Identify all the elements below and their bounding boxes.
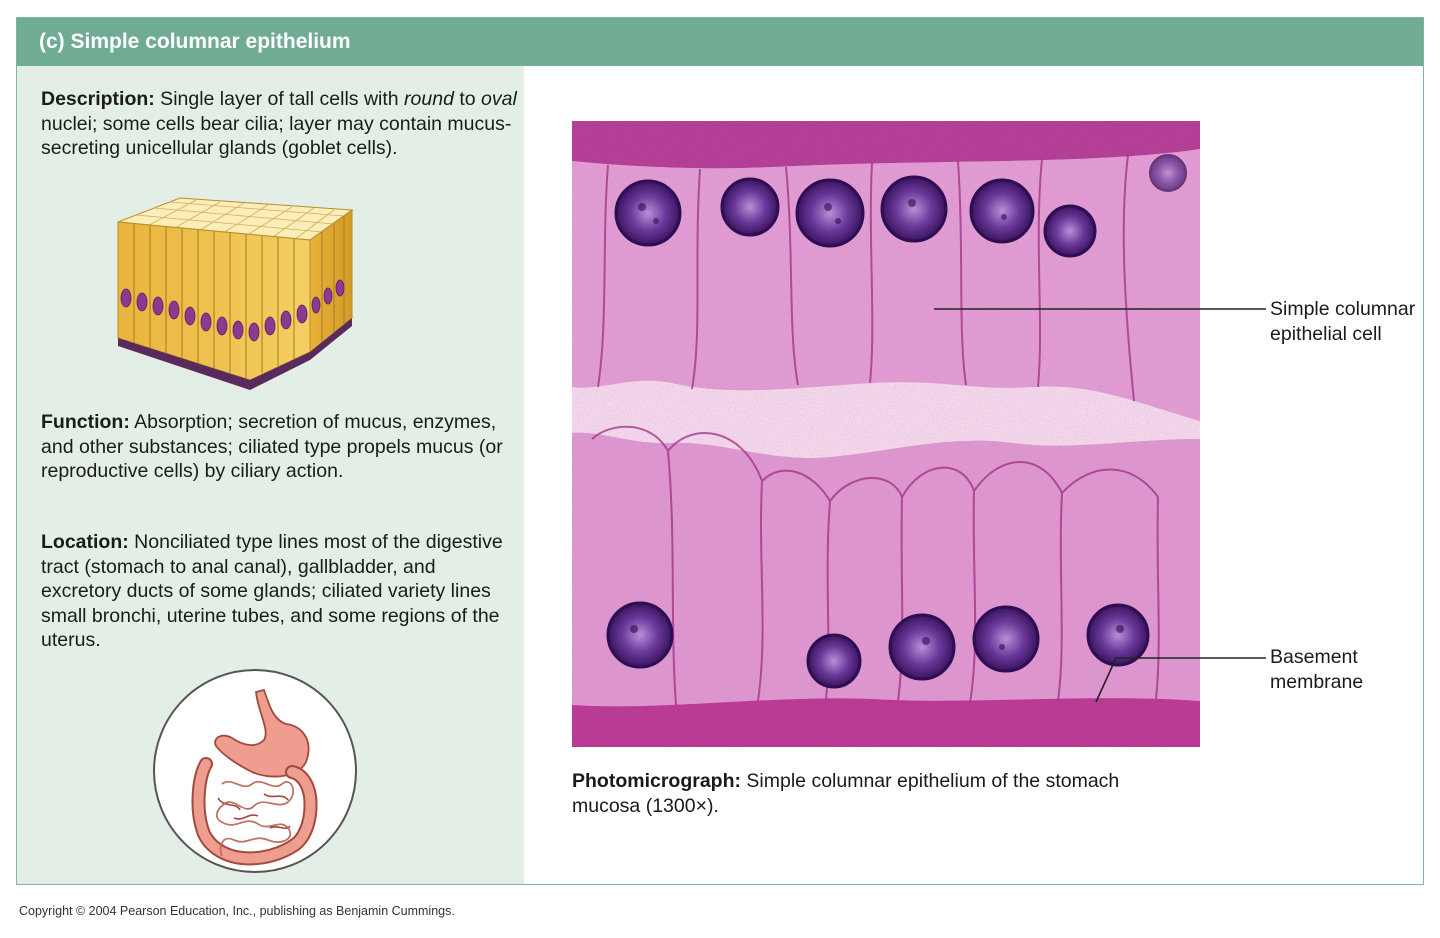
columnar-cells-diagram <box>117 197 354 390</box>
description-heading: Description: <box>41 88 155 110</box>
description-text: to <box>453 88 482 110</box>
location-block: Location: Nonciliated type lines most of… <box>41 530 519 653</box>
description-text: nuclei; some cells bear cilia; layer may… <box>41 112 512 160</box>
membrane-label: Basement membrane <box>1270 646 1364 693</box>
function-block: Function: Absorption; secretion of mucus… <box>41 410 519 484</box>
copyright-notice: Copyright © 2004 Pearson Education, Inc.… <box>19 904 455 918</box>
digestive-tract-illustration <box>153 669 357 873</box>
description-em-round: round <box>404 88 454 110</box>
location-text: Nonciliated type lines most of the diges… <box>41 531 503 651</box>
cell-label: Simple columnar epithelial cell <box>1270 298 1416 345</box>
photomicrograph <box>572 121 1200 747</box>
caption-text: Simple columnar epithelium of the stomac… <box>572 770 1120 817</box>
description-text: Single layer of tall cells with <box>154 88 405 110</box>
description-em-oval: oval <box>481 88 517 110</box>
location-heading: Location: <box>41 531 129 553</box>
figure-frame <box>16 17 1424 885</box>
description-block: Description: Single layer of tall cells … <box>41 87 519 161</box>
figure-title: (c) Simple columnar epithelium <box>17 18 1423 66</box>
function-text: Absorption; secretion of mucus, enzymes,… <box>41 411 503 482</box>
function-heading: Function: <box>41 411 130 433</box>
photomicrograph-caption: Photomicrograph: Simple columnar epithel… <box>572 769 1192 818</box>
caption-heading: Photomicrograph: <box>572 770 741 792</box>
